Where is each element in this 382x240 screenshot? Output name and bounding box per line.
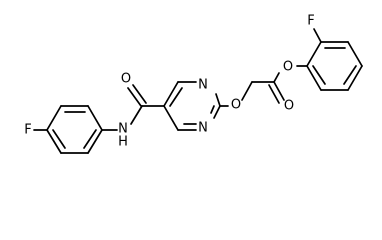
- pyrimidine-ring: [163, 81, 221, 131]
- n-carbonyl-bond: [130, 105, 143, 125]
- ether-oxygen-atom: O: [231, 98, 241, 113]
- structure-canvas: F N H O N N O O O F: [24, 14, 363, 154]
- c-f-bond-right: [313, 28, 322, 43]
- ester-oxygen-atom: O: [283, 60, 293, 75]
- ester-c-o-double-bond-b: [268, 84, 280, 104]
- fluorine-atom-right: F: [307, 14, 314, 29]
- fluorophenyl-ring-left: [46, 105, 103, 154]
- ester-c-o-double-bond-a: [273, 81, 285, 101]
- carbonyl-oxygen-atom: O: [284, 99, 294, 114]
- amide-c-o-double-bond-b: [132, 84, 147, 104]
- fluorophenyl-ring-right: [306, 41, 363, 91]
- ether-ch2-bond: [241, 81, 253, 101]
- amide-hydrogen-atom: H: [118, 135, 128, 150]
- pyrimidine-nitrogen-bottom: N: [198, 121, 208, 136]
- fluorine-atom-left: F: [24, 123, 31, 138]
- carbonyl-ester-o-bond: [273, 72, 280, 83]
- pyrimidine-nitrogen-top: N: [198, 78, 208, 93]
- amide-oxygen-atom: O: [121, 72, 131, 87]
- amide-c-o-double-bond-a: [127, 87, 142, 107]
- chemical-structure-drawing: F N H O N N O O O F: [24, 14, 363, 154]
- amide-nitrogen-atom: N: [118, 122, 128, 137]
